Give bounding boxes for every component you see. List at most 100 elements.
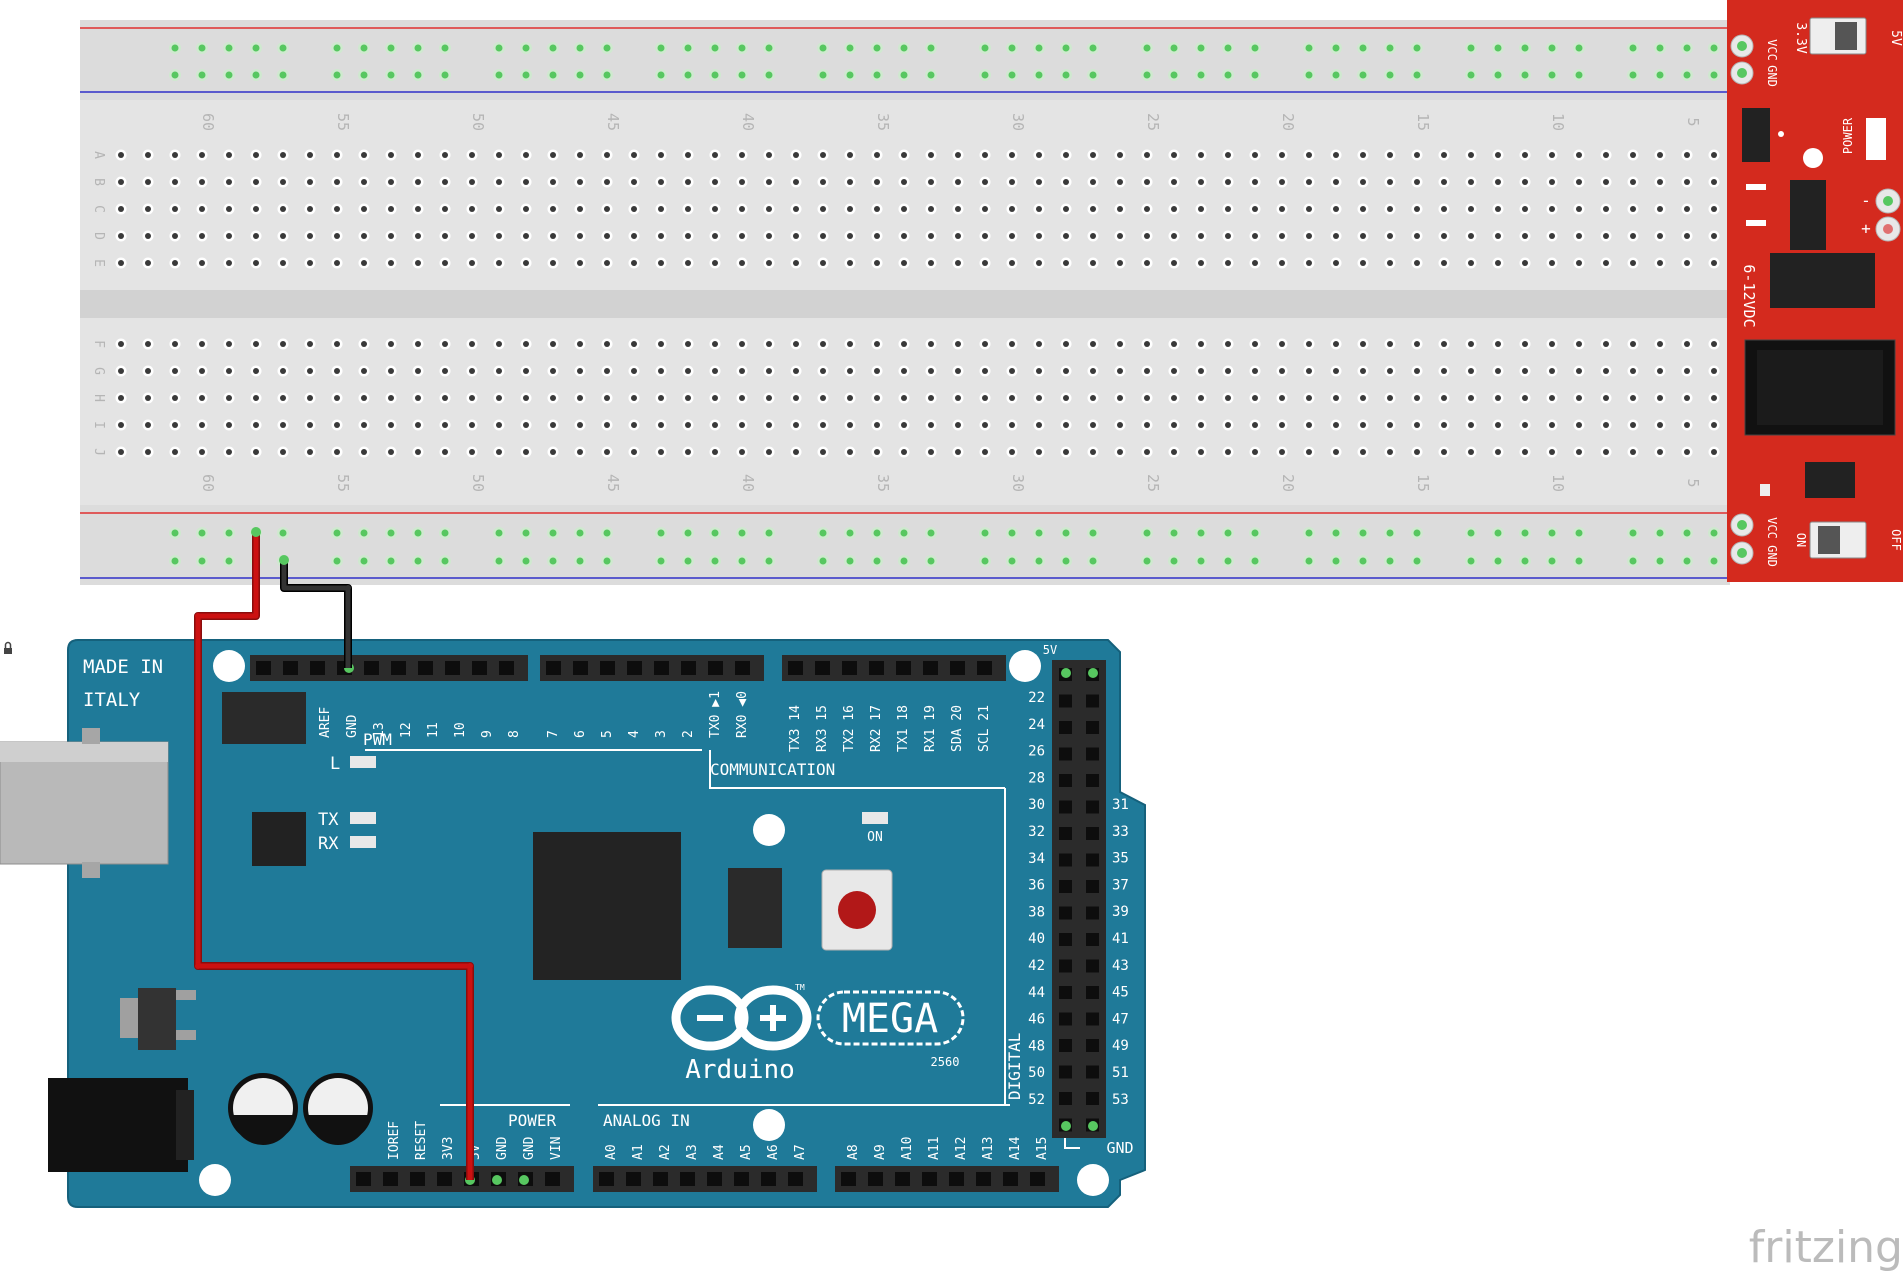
header-pin[interactable] (841, 1172, 856, 1186)
digital-header-pin[interactable] (1086, 986, 1099, 999)
header-pin[interactable] (653, 1172, 668, 1186)
digital-header-pin[interactable] (1059, 853, 1072, 867)
header-pin[interactable] (680, 1172, 695, 1186)
header-pin[interactable] (256, 661, 271, 675)
header-pin[interactable] (283, 661, 298, 675)
connected-pin[interactable] (519, 1175, 529, 1185)
connected-pin[interactable] (1088, 1121, 1098, 1131)
digital-header-pin[interactable] (1059, 800, 1072, 814)
header-pin[interactable] (950, 661, 965, 675)
header-pin[interactable] (896, 661, 911, 675)
digital-header-pin[interactable] (1086, 800, 1099, 814)
header-pin[interactable] (437, 1172, 452, 1186)
digital-header-pin[interactable] (1086, 933, 1099, 946)
breadboard-hole-center (523, 260, 529, 266)
digital-header-pin[interactable] (1086, 1092, 1099, 1105)
breadboard-hole-center (280, 422, 286, 428)
header-pin[interactable] (383, 1172, 398, 1186)
digital-header-pin[interactable] (1086, 906, 1099, 920)
digital-header-pin[interactable] (1059, 906, 1072, 920)
header-pin[interactable] (627, 661, 642, 675)
breadboard-hole-center (307, 233, 313, 239)
header-pin[interactable] (600, 661, 615, 675)
digital-header-pin[interactable] (1059, 747, 1072, 761)
header-pin[interactable] (681, 661, 696, 675)
rail-hole-center (1305, 44, 1313, 52)
digital-header-pin[interactable] (1086, 721, 1099, 734)
header-pin[interactable] (923, 661, 938, 675)
digital-header-pin[interactable] (1059, 1092, 1072, 1105)
header-pin[interactable] (364, 661, 379, 675)
header-pin[interactable] (356, 1172, 371, 1186)
header-pin[interactable] (976, 1172, 991, 1186)
header-pin[interactable] (391, 661, 406, 675)
breadboard-hole-center (982, 368, 988, 374)
header-pin[interactable] (735, 661, 750, 675)
header-pin[interactable] (310, 661, 325, 675)
header-pin[interactable] (1030, 1172, 1045, 1186)
connected-pin[interactable] (492, 1175, 502, 1185)
digital-header-pin[interactable] (1059, 1012, 1072, 1026)
digital-header-pin[interactable] (1086, 959, 1099, 973)
digital-header-pin[interactable] (1086, 827, 1099, 840)
red-wire-end-breadboard[interactable] (251, 527, 261, 537)
header-pin[interactable] (895, 1172, 910, 1186)
connected-pin[interactable] (1061, 1121, 1071, 1131)
power-switch-knob[interactable] (1818, 526, 1840, 554)
reset-button-cap[interactable] (838, 891, 876, 929)
header-pin[interactable] (869, 661, 884, 675)
voltage-switch-knob[interactable] (1835, 22, 1857, 50)
header-pin[interactable] (499, 661, 514, 675)
header-pin[interactable] (472, 661, 487, 675)
black-wire-end-breadboard[interactable] (279, 555, 289, 565)
header-pin[interactable] (573, 661, 588, 675)
header-pin[interactable] (815, 661, 830, 675)
header-pin[interactable] (708, 661, 723, 675)
header-pin[interactable] (761, 1172, 776, 1186)
header-pin[interactable] (842, 661, 857, 675)
capacitor-2 (303, 1073, 373, 1145)
connected-pin[interactable] (1061, 668, 1071, 678)
header-pin[interactable] (949, 1172, 964, 1186)
digital-header-pin[interactable] (1059, 694, 1072, 708)
header-pin[interactable] (599, 1172, 614, 1186)
header-pin[interactable] (977, 661, 992, 675)
header-pin[interactable] (734, 1172, 749, 1186)
digital-header-pin[interactable] (1059, 986, 1072, 999)
header-pin[interactable] (707, 1172, 722, 1186)
digital-header-pin[interactable] (1086, 747, 1099, 761)
header-pin[interactable] (410, 1172, 425, 1186)
header-pin[interactable] (788, 1172, 803, 1186)
digital-header-pin[interactable] (1059, 721, 1072, 734)
header-pin[interactable] (545, 1172, 560, 1186)
digital-header-pin[interactable] (1086, 694, 1099, 708)
digital-header-pin[interactable] (1086, 853, 1099, 867)
digital-header-pin[interactable] (1059, 959, 1072, 973)
breadboard-hole-center (442, 206, 448, 212)
rail-hole-center (1008, 529, 1016, 537)
digital-header-pin[interactable] (1059, 933, 1072, 946)
digital-header-pin[interactable] (1059, 880, 1072, 893)
digital-header-pin[interactable] (1059, 774, 1072, 787)
header-pin[interactable] (922, 1172, 937, 1186)
header-pin[interactable] (868, 1172, 883, 1186)
header-pin[interactable] (418, 661, 433, 675)
header-pin[interactable] (626, 1172, 641, 1186)
digital-header-pin[interactable] (1086, 1039, 1099, 1052)
breadboard-hole-center (1279, 449, 1285, 455)
header-pin[interactable] (546, 661, 561, 675)
digital-header-pin[interactable] (1086, 1012, 1099, 1026)
digital-header-pin[interactable] (1086, 774, 1099, 787)
connected-pin[interactable] (1088, 668, 1098, 678)
psu-3v3-label: 3.3V (1793, 22, 1808, 53)
digital-header-pin[interactable] (1086, 1065, 1099, 1079)
digital-header-pin[interactable] (1059, 1039, 1072, 1052)
header-pin[interactable] (1003, 1172, 1018, 1186)
header-pin[interactable] (654, 661, 669, 675)
digital-header-pin[interactable] (1086, 880, 1099, 893)
breadboard-hole-center (1198, 341, 1204, 347)
digital-header-pin[interactable] (1059, 1065, 1072, 1079)
header-pin[interactable] (445, 661, 460, 675)
digital-header-pin[interactable] (1059, 827, 1072, 840)
header-pin[interactable] (788, 661, 803, 675)
